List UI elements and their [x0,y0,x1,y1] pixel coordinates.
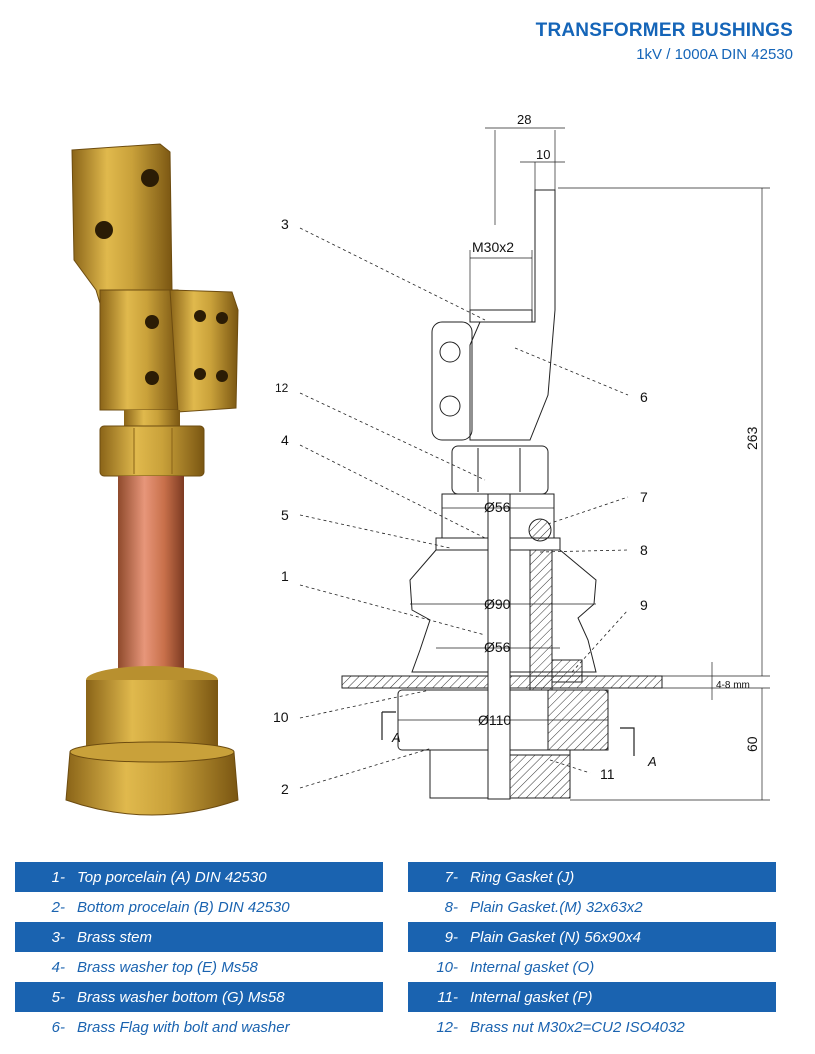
legend-row: 3- Brass stem [15,922,383,952]
thread-neck [124,410,180,426]
dim-d90: Ø90 [484,596,511,612]
title-block: TRANSFORMER BUSHINGS 1kV / 1000A DIN 425… [536,20,793,63]
dim-gap: 4-8 mm [716,680,750,691]
section-a-right: A [647,754,657,769]
dim-28: 28 [517,112,531,127]
legend-text: Ring Gasket (J) [470,868,575,886]
legend-num: 3- [51,928,65,946]
legend-num: 10- [436,958,458,976]
legend-text: Plain Gasket.(M) 32x63x2 [470,898,643,916]
legend-num: 4- [51,958,65,976]
dim-60: 60 [744,736,760,752]
technical-drawing: 28 10 M30x2 263 Ø56 Ø90 Ø56 Ø110 4-8 mm … [273,112,770,801]
base-body [86,680,218,746]
legend-left: 1- Top porcelain (A) DIN 42530 2- Bottom p… [15,862,383,1042]
legend-row: 8- Plain Gasket.(M) 32x63x2 [408,892,776,922]
callout-10: 10 [273,709,289,725]
callout-1: 1 [281,568,289,584]
legend-row: 1- Top porcelain (A) DIN 42530 [15,862,383,892]
legend-text: Brass washer top (E) Ms58 [77,958,258,976]
legend-row: 10- Internal gasket (O) [408,952,776,982]
legend-row: 7- Ring Gasket (J) [408,862,776,892]
legend-row: 9- Plain Gasket (N) 56x90x4 [408,922,776,952]
dim-10: 10 [536,147,550,162]
callout-8: 8 [640,542,648,558]
page-title: TRANSFORMER BUSHINGS [535,20,793,41]
legend-row: 6- Brass Flag with bolt and washer [15,1012,383,1042]
legend-text: Internal gasket (P) [470,988,593,1006]
legend-row: 12- Brass nut M30x2=CU2 ISO4032 [408,1012,776,1042]
legend-text: Bottom procelain (B) DIN 42530 [77,898,290,916]
dim-d110: Ø110 [478,712,511,728]
legend-row: 5- Brass washer bottom (G) Ms58 [15,982,383,1012]
legend-num: 8- [444,898,458,916]
brass-flag-shape [71,143,239,413]
dim-d56-top: Ø56 [484,499,511,515]
dim-d56-mid: Ø56 [484,639,511,655]
section-a-left: A [391,730,401,745]
callout-11: 11 [600,766,615,782]
legend-row: 4- Brass washer top (E) Ms58 [15,952,383,982]
legend-text: Plain Gasket (N) 56x90x4 [470,928,641,946]
callout-9: 9 [640,597,648,613]
legend-num: 11- [437,988,458,1006]
callout-7: 7 [640,489,648,505]
legend-text: Top porcelain (A) DIN 42530 [77,868,267,886]
legend-num: 6- [51,1018,65,1036]
callout-6: 6 [640,389,648,405]
legend-text: Brass stem [77,928,153,946]
legend-text: Internal gasket (O) [470,958,595,976]
legend-num: 9- [444,928,458,946]
legend-num: 1- [51,868,65,886]
callout-5: 5 [281,507,289,523]
callout-2: 2 [281,781,289,797]
product-photo [65,143,239,816]
base-flange [65,751,239,816]
legend-text: Brass washer bottom (G) Ms58 [77,988,285,1006]
dim-thread: M30x2 [472,239,514,255]
callout-4: 4 [281,432,289,448]
legend-row: 11- Internal gasket (P) [408,982,776,1012]
legend-right: 7- Ring Gasket (J) 8- Plain Gasket.(M) 32x… [408,862,776,1042]
legend-num: 2- [51,898,65,916]
legend-row: 2- Bottom procelain (B) DIN 42530 [15,892,383,922]
legend-text: Brass Flag with bolt and washer [77,1018,290,1036]
callout-3: 3 [281,216,289,232]
legend-text: Brass nut M30x2=CU2 ISO4032 [470,1018,685,1036]
dim-263: 263 [744,426,760,450]
copper-stem-shape [118,476,184,672]
legend-num: 5- [51,988,65,1006]
callout-12: 12 [275,381,289,395]
legend-num: 12- [436,1018,458,1036]
page-subtitle: 1kV / 1000A DIN 42530 [636,46,793,63]
legend-num: 7- [444,868,458,886]
